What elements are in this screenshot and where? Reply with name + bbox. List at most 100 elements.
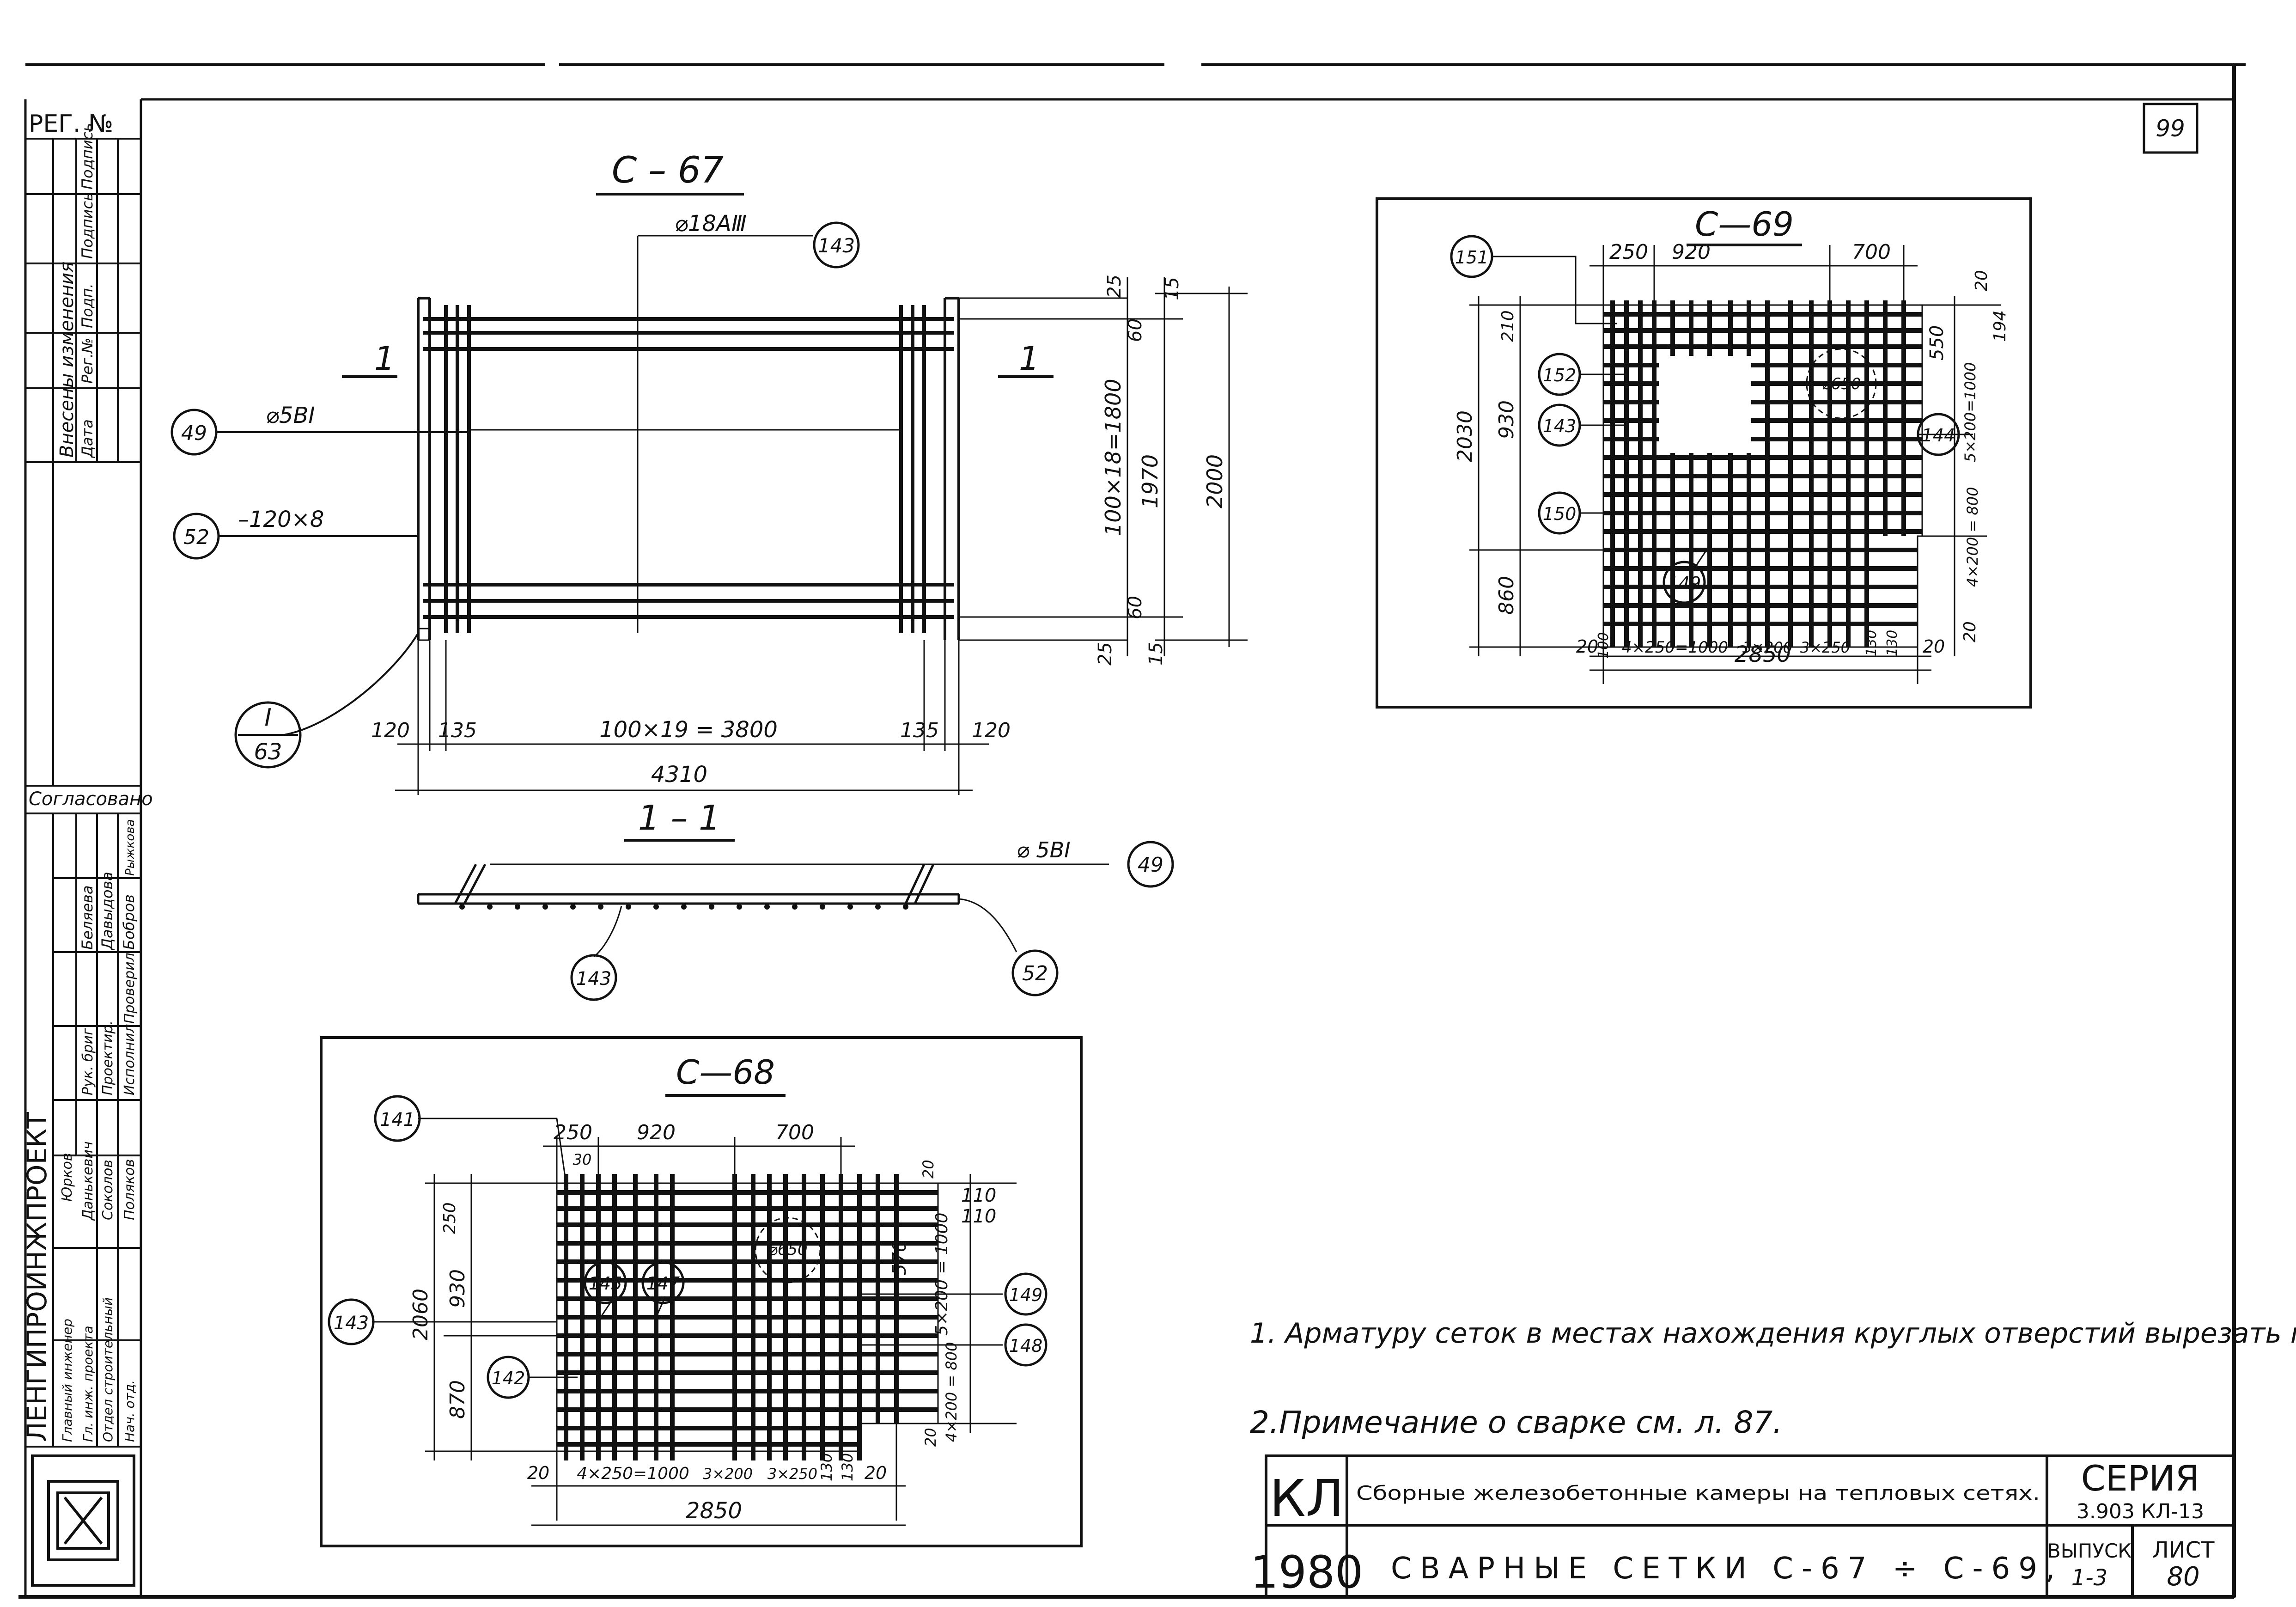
- c67-item-52: 52: [183, 525, 209, 549]
- c67-item-49: 49: [181, 422, 207, 445]
- changes-col-reg: Рег.№: [79, 338, 96, 384]
- org-name-4: Поляков: [122, 1159, 138, 1220]
- c68-hole-label: ⌀650: [768, 1240, 807, 1259]
- c68-dim-right-110a: 110: [961, 1185, 996, 1206]
- c69-dim-right-20: 20: [1972, 270, 1991, 291]
- c67-dim-v-25-bottom: 25: [1095, 642, 1116, 666]
- c69-hole-label: ⌀650: [1821, 375, 1861, 393]
- org-name-3: Соколов: [100, 1160, 116, 1220]
- c67-dim-v-2000: 2000: [1202, 454, 1227, 508]
- section-1-1-item-143: 143: [576, 968, 611, 990]
- c68-dim-bottom-2850: 2850: [686, 1498, 742, 1524]
- c69-dim-bottom-20a: 20: [1576, 636, 1598, 657]
- c69-dim-left-930: 930: [1495, 400, 1518, 439]
- title-sheet: СВАРНЫЕ СЕТКИ С-67 ÷ С-69,: [1391, 1552, 2063, 1586]
- section-1-1-rebar-label: ⌀ 5ВⅠ: [1017, 837, 1071, 862]
- c67-dim-v-60-top: 60: [1125, 318, 1146, 342]
- c68-item-149: 149: [1009, 1285, 1043, 1305]
- c68-item-143: 143: [334, 1313, 369, 1334]
- c68-item-145-bubble: [584, 1261, 627, 1304]
- c69-dim-left-860: 860: [1495, 576, 1518, 615]
- c69-item-150-bubble: [1538, 491, 1581, 535]
- agreed-role-3: Исполнил: [122, 1024, 138, 1095]
- c68-dim-right-110b: 110: [961, 1206, 996, 1227]
- issue-value: 1-3: [2071, 1565, 2107, 1591]
- changes-col-date: Дата: [79, 419, 96, 458]
- left-strip: [25, 138, 141, 1448]
- changes-col-sign: Подп.: [79, 283, 96, 328]
- c69-dim-bottom-20b: 20: [1923, 636, 1945, 657]
- c69-dim-bottom-100: 100: [1596, 632, 1612, 659]
- page-number: 99: [2156, 115, 2185, 142]
- c69-item-143: 143: [1543, 416, 1577, 436]
- c68-dim-top-250b: 250: [440, 1202, 459, 1234]
- note-1-line-1: 1. Арматуру сеток в местах нахождения кр…: [1250, 1317, 2296, 1350]
- c68-dim-left-870: 870: [446, 1380, 469, 1419]
- c69-dim-right-194: 194: [1991, 310, 2010, 342]
- c67-dim-v-60-bottom: 60: [1125, 596, 1146, 619]
- c67-dim-h-1: 120: [371, 719, 410, 742]
- c68-item-142-bubble: [487, 1356, 530, 1399]
- agreed-name-4: Рыжкова: [123, 819, 137, 876]
- c67-title: С – 67: [612, 150, 724, 191]
- section-1-1-item-52: 52: [1022, 962, 1048, 985]
- c68-item-148-bubble: [1004, 1323, 1048, 1367]
- c68-dim-bottom-130a: 130: [818, 1453, 835, 1481]
- page-number-box: [2143, 103, 2199, 154]
- c68-horizontal-bars: [557, 1190, 938, 1447]
- c69-horizontal-bars: [1603, 312, 1922, 626]
- c68-item-141: 141: [380, 1109, 415, 1130]
- c69-dim-right-1000: 5×200=1000: [1961, 362, 1979, 463]
- c67-item-52-label: –120×8: [238, 507, 324, 532]
- c68-dim-top-700: 700: [775, 1121, 814, 1144]
- title-code: КЛ: [1270, 1469, 1344, 1528]
- section-bar-dots: [459, 904, 908, 910]
- c69-dim-top-700: 700: [1852, 240, 1891, 264]
- c67-detail-ref-top: I: [264, 704, 271, 732]
- changes-col-sign2: Подпись: [79, 192, 96, 259]
- series-label: СЕРИЯ: [2081, 1458, 2200, 1499]
- c68-item-141-bubble: [374, 1095, 421, 1142]
- notes: 1. Арматуру сеток в местах нахождения кр…: [1250, 1317, 2296, 1440]
- agreed-name-3: Бобров: [120, 894, 138, 950]
- c67-dim-h-2: 135: [438, 719, 477, 742]
- c68-dim-left-930: 930: [446, 1269, 469, 1308]
- c68-item-143-bubble: [328, 1298, 375, 1345]
- c69-item-152: 152: [1543, 365, 1577, 385]
- agreed-name-2: Давыдова: [98, 872, 116, 951]
- c67-dim-h-5: 120: [972, 719, 1011, 742]
- c68-item-149-bubble: [1004, 1272, 1048, 1316]
- org-logo-icon: [31, 1454, 135, 1587]
- c69-item-144: 144: [1922, 425, 1955, 446]
- c68-dim-right-20b: 20: [922, 1428, 939, 1447]
- title-year: 1980: [1250, 1546, 1363, 1598]
- issue-label: ВЫПУСК: [2047, 1540, 2132, 1562]
- agreed-role-1: Рук. бриг.: [80, 1024, 96, 1095]
- c68-dim-bottom-1000: 4×250=1000: [577, 1464, 689, 1483]
- c69-item-143-bubble: [1538, 403, 1581, 447]
- c68-dim-right-20: 20: [920, 1160, 937, 1179]
- c69-item-151-bubble: [1450, 235, 1493, 278]
- series-value: 3.903 КЛ-13: [2077, 1500, 2204, 1523]
- c68-item-148: 148: [1009, 1336, 1043, 1356]
- c68-dim-right-570: 570: [889, 1240, 910, 1276]
- c69-item-152-bubble: [1538, 353, 1581, 396]
- c67-rebar-label: ⌀18АⅢ: [675, 211, 747, 237]
- note-2: 2.Примечание о сварке см. л. 87.: [1250, 1405, 1782, 1440]
- c68-dim-bottom-20a: 20: [527, 1463, 549, 1483]
- c67-dim-v-25-top: 25: [1104, 275, 1125, 298]
- agreed-role-2: Проектир.: [100, 1020, 116, 1095]
- agreed-role-0: Нач. отд.: [122, 1380, 137, 1442]
- c67-item-52-bubble: [173, 513, 220, 560]
- changes-col-sign3: Подпись: [79, 123, 96, 189]
- c68-dim-bottom-130b: 130: [839, 1453, 856, 1481]
- c68-drawing: С—68: [320, 1036, 1083, 1547]
- org-name: ЛЕНГИПРОИНЖПРОЕКТ: [21, 1112, 53, 1442]
- agreed-role-4: Проверил: [122, 953, 138, 1024]
- section-1-1-title: 1 – 1: [638, 798, 720, 838]
- agreed-name-1: Беляева: [79, 886, 96, 950]
- c69-dim-bottom-130a: 130: [1864, 630, 1880, 656]
- title-project: Сборные железобетонные камеры на тепловы…: [1356, 1482, 2040, 1504]
- c68-dim-bottom-600: 3×200: [703, 1465, 753, 1483]
